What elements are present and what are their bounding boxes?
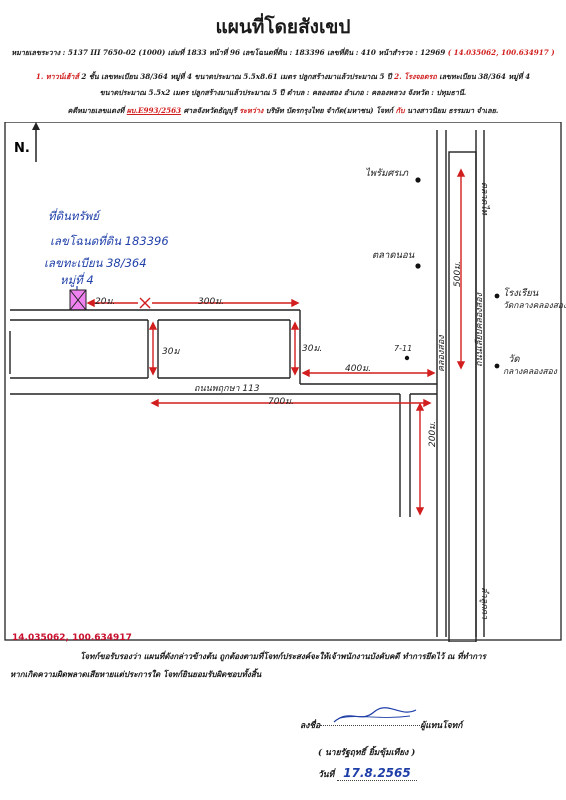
sign-suffix: ผู้แทนโจทก์ bbox=[420, 721, 463, 731]
date-row: วันที่ 17.8.2565 bbox=[318, 766, 417, 781]
date-label: วันที่ bbox=[318, 770, 335, 780]
between-word: ระหว่าง bbox=[239, 106, 264, 115]
distance-30m-right: 30ม. bbox=[302, 344, 322, 354]
sketch-map: N. ที่ดินทรัพย์ เลขโฉนดที่ดิน 183396 เลข… bbox=[4, 122, 566, 642]
with-word: กับ bbox=[395, 106, 405, 115]
signature-row: ลงชื่อ ผู้แทนโจทก์ bbox=[300, 718, 462, 732]
landmark-temple-1: วัด bbox=[508, 354, 520, 365]
building-2-type: 2. โรงจอดรถ bbox=[394, 72, 437, 81]
map-frame bbox=[4, 122, 562, 641]
case-number: ผบ.E993/2563 bbox=[126, 106, 182, 115]
highway-direction-bottom: ลำลูกกา bbox=[479, 587, 490, 620]
sign-prefix: ลงชื่อ bbox=[300, 721, 321, 731]
certify-line-1: โจทก์ขอรับรองว่า แผนที่ดังกล่าวข้างต้น ถ… bbox=[80, 651, 486, 661]
building-2-details: เลขทะเบียน 38/364 หมู่ที่ 4 bbox=[439, 72, 531, 81]
defendant: นางสาวนิยม ธรรมมา จำเลย. bbox=[407, 106, 499, 115]
landmark-7eleven: 7-11 bbox=[394, 344, 412, 353]
highway-direction-top: ตลาดไท bbox=[479, 182, 491, 216]
soi-road bbox=[9, 309, 301, 384]
canal-and-highway bbox=[436, 130, 485, 642]
distance-20m: 20ม. bbox=[95, 297, 115, 307]
landmarks bbox=[404, 177, 500, 369]
info-line-3: ขนาดประมาณ 5.5x2 เมตร ปลูกสร้างมาแล้วประ… bbox=[99, 88, 467, 97]
landmark-school-1: โรงเรียน bbox=[503, 287, 539, 299]
north-arrow-icon bbox=[32, 122, 40, 162]
building-1-details: 2 ชั้น เลขทะเบียน 38/364 หมู่ที่ 4 ขนาดป… bbox=[81, 72, 392, 81]
info-line-1: หมายเลขระวาง : 5137 III 7650-02 (1000) เ… bbox=[0, 48, 566, 59]
parcel-info: หมายเลขระวาง : 5137 III 7650-02 (1000) เ… bbox=[11, 48, 446, 57]
property-label-1: ที่ดินทรัพย์ bbox=[48, 208, 102, 223]
soi-road-name: ถนนพฤกษา 113 bbox=[194, 384, 260, 394]
certify-line-2: หากเกิดความผิดพลาดเสียหายแต่ประการใด โจท… bbox=[10, 669, 262, 679]
signature-scribble bbox=[333, 707, 417, 723]
distance-arrows bbox=[86, 168, 466, 516]
landmark-pharmacy: ไพรัมศรเภ bbox=[365, 167, 409, 179]
building-1-type: 1. ทาวน์เฮ้าส์ bbox=[35, 72, 79, 81]
info-line-4: คดีหมายเลขแดงที่ ผบ.E993/2563 ศาลจังหวัด… bbox=[0, 106, 566, 117]
page-title: แผนที่โดยสังเขป bbox=[215, 16, 351, 38]
distance-300m: 300ม. bbox=[198, 297, 224, 307]
main-soi-road bbox=[10, 377, 437, 517]
case-prefix: คดีหมายเลขแดงที่ bbox=[67, 106, 125, 115]
canal-name: คลองสอง bbox=[437, 335, 447, 372]
signer-name: ( นายรัฐฤทธิ์ ยิ้มขุ้มเทียง ) bbox=[318, 748, 416, 758]
property-marker bbox=[69, 289, 87, 311]
highway-name: ถนนเลียบคลองสอง bbox=[474, 292, 485, 367]
info-line-2: 1. ทาวน์เฮ้าส์ 2 ชั้น เลขทะเบียน 38/364 … bbox=[0, 72, 566, 83]
map-coords: 14.035062, 100.634917 bbox=[12, 633, 132, 642]
property-label-3: เลขทะเบียน 38/364 bbox=[44, 256, 147, 270]
distance-30m-left: 30ม bbox=[162, 347, 180, 357]
distance-700m: 700ม. bbox=[268, 397, 294, 407]
plaintiff: บริษัท บัตรกรุงไทย จำกัด(มหาชน) โจทก์ bbox=[265, 106, 394, 115]
distance-200m: 200ม. bbox=[428, 421, 438, 447]
landmark-market: ตลาดนอน bbox=[372, 250, 415, 261]
property-label-2: เลขโฉนดที่ดิน 183396 bbox=[50, 233, 169, 248]
distance-400m: 400ม. bbox=[345, 364, 371, 374]
landmark-temple-2: กลางคลองสอง bbox=[503, 367, 558, 377]
court-name: ศาลจังหวัดธัญบุรี bbox=[183, 106, 237, 115]
distance-500m: 500ม. bbox=[453, 261, 463, 287]
landmark-school-2: วัดกลางคลองสอง bbox=[503, 301, 566, 311]
parcel-coords: ( 14.035062, 100.634917 ) bbox=[447, 48, 555, 57]
date-value: 17.8.2565 bbox=[337, 766, 417, 781]
property-label-4: หมู่ที่ 4 bbox=[60, 272, 94, 287]
north-label: N. bbox=[14, 141, 30, 156]
